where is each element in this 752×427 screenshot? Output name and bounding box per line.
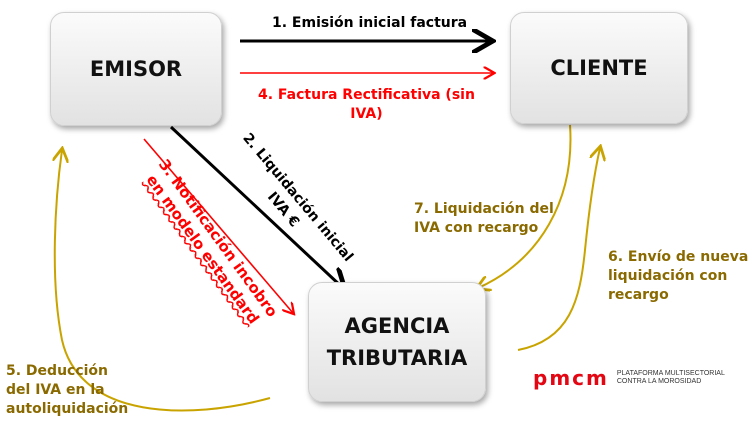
node-agencia-label-1: AGENCIA xyxy=(344,314,450,338)
logo-line1: PLATAFORMA MULTISECTORIAL xyxy=(616,370,725,377)
arrow-step6 xyxy=(517,148,600,351)
node-cliente-label: CLIENTE xyxy=(550,56,648,80)
pmcm-logo: pmcm PLATAFORMA MULTISECTORIAL CONTRA LA… xyxy=(533,366,725,390)
step7-line2: IVA con recargo xyxy=(414,220,539,236)
step5-line1: 5. Deducción xyxy=(6,363,109,379)
step5-line2: del IVA en la xyxy=(6,382,105,398)
node-emisor-label: EMISOR xyxy=(89,57,183,81)
node-agencia-label-2: TRIBUTARIA xyxy=(326,346,468,370)
arrow-step7 xyxy=(478,124,572,288)
arrow-step2 xyxy=(169,125,343,288)
node-agencia-tributaria: AGENCIA TRIBUTARIA xyxy=(308,282,486,402)
arrow-step5 xyxy=(55,150,271,412)
step1-label: 1. Emisión inicial factura xyxy=(272,15,468,31)
step4-label: 4. Factura Rectificativa (sin IVA) xyxy=(258,86,475,124)
logo-line2: CONTRA LA MOROSIDAD xyxy=(616,378,702,385)
step4-line1: 4. Factura Rectificativa (sin xyxy=(258,87,475,103)
step6-line2: liquidación con xyxy=(608,268,728,284)
logo-mark: pmcm xyxy=(533,366,609,390)
step5-line3: autoliquidación xyxy=(6,401,129,417)
node-emisor: EMISOR xyxy=(50,12,222,126)
step4-line2: IVA) xyxy=(350,106,383,122)
step6-line3: recargo xyxy=(608,287,669,303)
step5-label: 5. Deducción del IVA en la autoliquidaci… xyxy=(6,362,128,419)
step6-label: 6. Envío de nueva liquidación con recarg… xyxy=(608,248,748,305)
step6-line1: 6. Envío de nueva xyxy=(608,249,749,265)
arrow-step3 xyxy=(143,138,293,313)
step7-label: 7. Liquidación del IVA con recargo xyxy=(414,200,554,238)
node-cliente: CLIENTE xyxy=(510,12,688,124)
step7-line1: 7. Liquidación del xyxy=(414,201,554,217)
